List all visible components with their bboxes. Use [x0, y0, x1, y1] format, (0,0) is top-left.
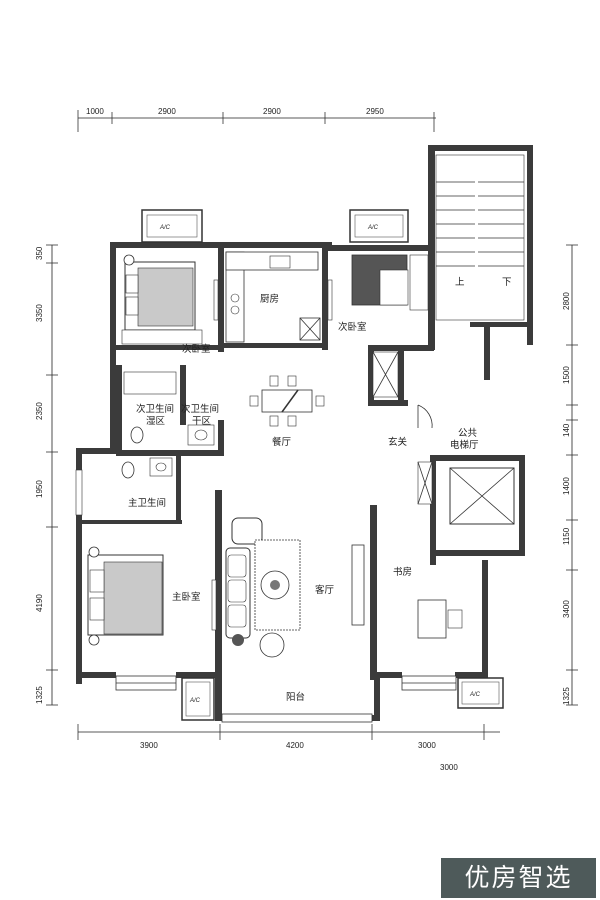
right-dimension-line: 2800 1500 140 1400 1150 3400 1325: [562, 244, 578, 706]
kitchen-counter: [225, 251, 321, 343]
left-dimension-line: 350 3350 2350 1950 4190 1325: [35, 244, 58, 706]
bottom-dim-extra: 3000: [440, 763, 458, 772]
label-master-bath: 主卫生间: [128, 497, 166, 509]
label-stair-down: 下: [502, 277, 512, 288]
label-public-lobby-2: 电梯厅: [450, 439, 479, 451]
top-dimension-line: 1000 2900 2900 2950: [77, 107, 436, 132]
label-living: 客厅: [315, 584, 335, 596]
label-foyer: 玄关: [388, 436, 408, 448]
top-dim-3: 2900: [263, 107, 281, 116]
door-swings: [417, 404, 433, 429]
window-ac-top-left: A/C: [141, 209, 203, 243]
left-dim-1: 350: [35, 246, 44, 260]
right-dim-5: 1150: [562, 527, 571, 545]
label-second-bath-wet-1: 次卫生间: [136, 403, 174, 415]
right-dim-6: 3400: [562, 600, 571, 618]
ac-label-2: A/C: [367, 225, 379, 231]
second-bathroom-fixtures: [123, 371, 215, 446]
label-public-lobby-1: 公共: [458, 428, 478, 439]
bottom-dim-1: 3900: [140, 741, 158, 750]
label-second-bath-wet-2: 湿区: [146, 416, 166, 427]
room-labels: 次卧室 厨房 次卧室 次卫生间 湿区 次卫生间 干区 餐厅 玄关 公共 电梯厅 …: [128, 277, 512, 703]
study-desk: [417, 599, 463, 639]
wardrobe-bedroom-1: [121, 329, 203, 345]
master-bathroom-fixtures: [121, 457, 173, 479]
bed-bedroom-2: [351, 254, 429, 311]
label-kitchen: 厨房: [260, 293, 279, 305]
top-dim-1: 1000: [86, 107, 104, 116]
bottom-dim-2: 4200: [286, 741, 304, 750]
window-ac-bottom-left: A/C: [181, 677, 215, 721]
top-dim-2: 2900: [158, 107, 176, 116]
label-second-bedroom-1: 次卧室: [182, 343, 211, 355]
left-dim-3: 2350: [35, 402, 44, 420]
dining-table: [249, 375, 325, 427]
label-stair-up: 上: [455, 277, 465, 288]
right-dim-7: 1325: [562, 687, 571, 705]
label-second-bedroom-2: 次卧室: [338, 321, 367, 333]
ac-label-1: A/C: [159, 225, 171, 231]
top-dim-4: 2950: [366, 107, 384, 116]
window-ac-bottom-right: A/C: [457, 677, 504, 709]
bottom-dim-3: 3000: [418, 741, 436, 750]
left-dim-4: 1950: [35, 480, 44, 498]
window-ac-top-right: A/C: [349, 209, 409, 243]
label-balcony: 阳台: [286, 691, 305, 703]
left-dim-5: 4190: [35, 594, 44, 612]
right-dim-1: 2800: [562, 292, 571, 310]
label-second-bath-dry-2: 干区: [192, 416, 212, 427]
ac-label-4: A/C: [469, 692, 481, 698]
right-dim-3: 140: [562, 423, 571, 437]
watermark: 优房智选: [441, 858, 596, 898]
elevator: [449, 467, 515, 525]
walls: [76, 145, 533, 721]
living-sofa-set: [225, 517, 301, 658]
bottom-dimension-line: 3900 4200 3000 3000: [77, 724, 500, 772]
tv-console: [351, 544, 365, 626]
bed-bedroom-1: [123, 254, 196, 341]
label-second-bath-dry-1: 次卫生间: [181, 403, 219, 415]
entry-cabinets: [372, 351, 433, 505]
label-dining: 餐厅: [272, 436, 292, 448]
right-dim-4: 1400: [562, 477, 571, 495]
staircase: [435, 154, 525, 321]
label-master-bedroom: 主卧室: [172, 591, 201, 603]
left-dim-2: 3350: [35, 304, 44, 322]
bed-master: [87, 546, 164, 646]
label-study: 书房: [393, 566, 412, 578]
left-dim-6: 1325: [35, 686, 44, 704]
right-dim-2: 1500: [562, 366, 571, 384]
ac-label-3: A/C: [189, 698, 201, 704]
windows: [75, 279, 457, 723]
